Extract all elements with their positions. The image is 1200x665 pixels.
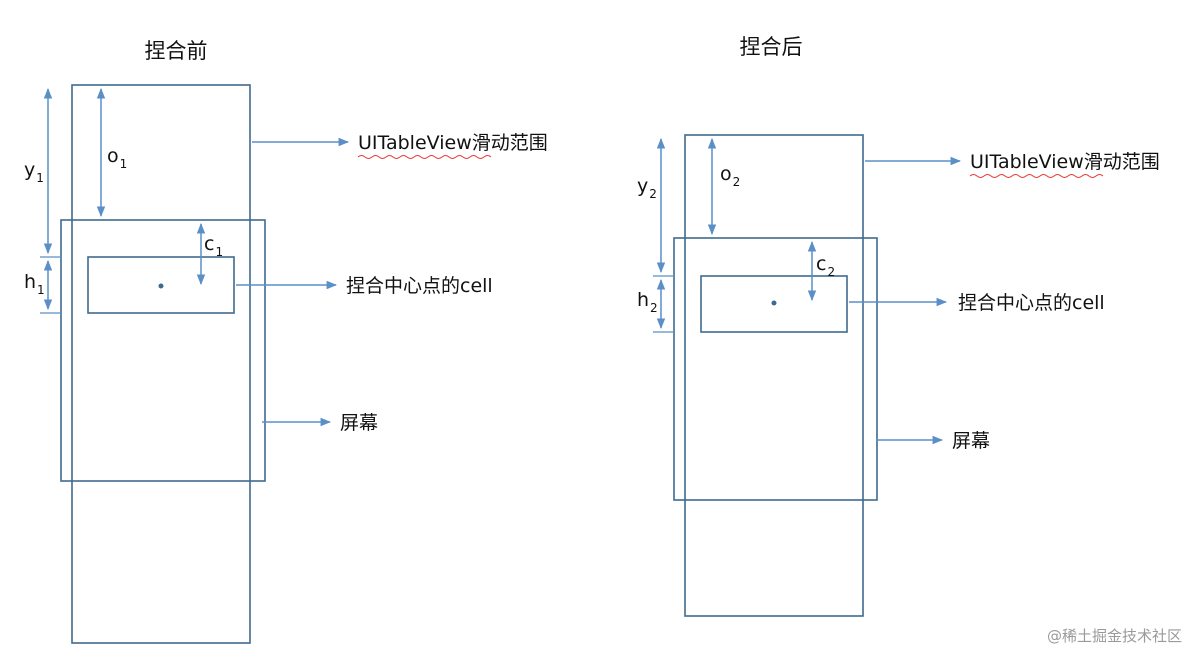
range-label: UITableView滑动范围 <box>970 151 1160 173</box>
tableview-range-box <box>684 134 864 617</box>
before-diagram: 捏合前 y1 h1 o1 c1 UITableView滑动范围 捏合中心点的ce… <box>24 39 548 644</box>
pinch-center-point <box>158 283 164 289</box>
pinch-center-point <box>771 300 777 306</box>
o-label: o1 <box>107 145 127 171</box>
h-label: h1 <box>24 271 45 297</box>
cell-label: 捏合中心点的cell <box>958 292 1105 314</box>
after-title: 捏合后 <box>740 35 803 59</box>
spellcheck-underline <box>969 174 1104 178</box>
center-cell-box <box>87 256 235 314</box>
tableview-range-box <box>71 84 251 644</box>
h-label: h2 <box>637 289 658 315</box>
o-label: o2 <box>720 163 740 189</box>
before-title: 捏合前 <box>145 39 208 63</box>
y-label: y2 <box>637 175 657 201</box>
spellcheck-underline <box>357 155 492 159</box>
after-diagram: 捏合后 y2 h2 o2 c2 UITableView滑动范围 捏合中心点的ce… <box>637 35 1160 617</box>
c-label: c1 <box>204 233 223 259</box>
screen-box <box>673 237 878 501</box>
watermark: @稀土掘金技术社区 <box>1047 627 1182 645</box>
c-label: c2 <box>816 253 835 279</box>
y-label: y1 <box>24 159 44 185</box>
cell-label: 捏合中心点的cell <box>346 275 493 297</box>
screen-label: 屏幕 <box>340 412 378 434</box>
screen-label: 屏幕 <box>952 430 990 452</box>
screen-box <box>60 219 266 482</box>
center-cell-box <box>700 275 848 333</box>
range-label: UITableView滑动范围 <box>358 132 548 154</box>
